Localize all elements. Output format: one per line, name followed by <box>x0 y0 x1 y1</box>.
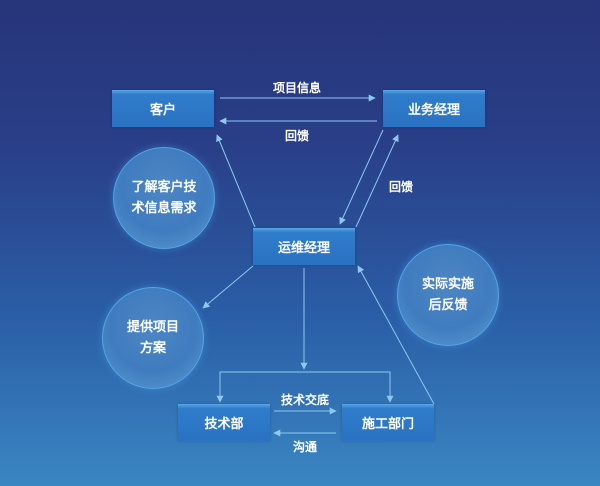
arrow-construction-to-ops <box>357 265 435 405</box>
circle-line: 后反馈 <box>428 298 468 313</box>
circle-line: 方案 <box>139 341 166 356</box>
circle-line: 实际实施 <box>421 277 474 292</box>
circle-understand-needs: 了解客户技术信息需求 <box>113 147 215 249</box>
node-ops-manager: 运维经理 <box>253 228 355 265</box>
split-line <box>219 371 391 402</box>
node-customer: 客户 <box>112 90 214 127</box>
label-feedback-2: 回馈 <box>388 180 414 194</box>
arrow-ops-to-plan <box>202 265 254 309</box>
circle-line: 术信息需求 <box>131 201 197 216</box>
circle-line: 了解客户技 <box>131 180 197 195</box>
arrow-ops-to-customer <box>216 134 256 228</box>
label-project-info: 项目信息 <box>272 81 322 95</box>
circle-provide-plan: 提供项目方案 <box>102 287 204 389</box>
label-tech-handover: 技术交底 <box>280 393 330 407</box>
arrow-business-to-ops <box>339 129 384 225</box>
node-tech-dept: 技术部 <box>178 404 270 441</box>
node-business-manager: 业务经理 <box>383 90 485 127</box>
arrow-ops-to-business <box>355 134 399 228</box>
label-feedback-1: 回馈 <box>284 129 310 143</box>
circle-feedback-after: 实际实施后反馈 <box>397 244 499 346</box>
label-communication: 沟通 <box>292 440 318 454</box>
node-construction-dept: 施工部门 <box>342 404 434 441</box>
circle-line: 提供项目 <box>126 320 179 335</box>
